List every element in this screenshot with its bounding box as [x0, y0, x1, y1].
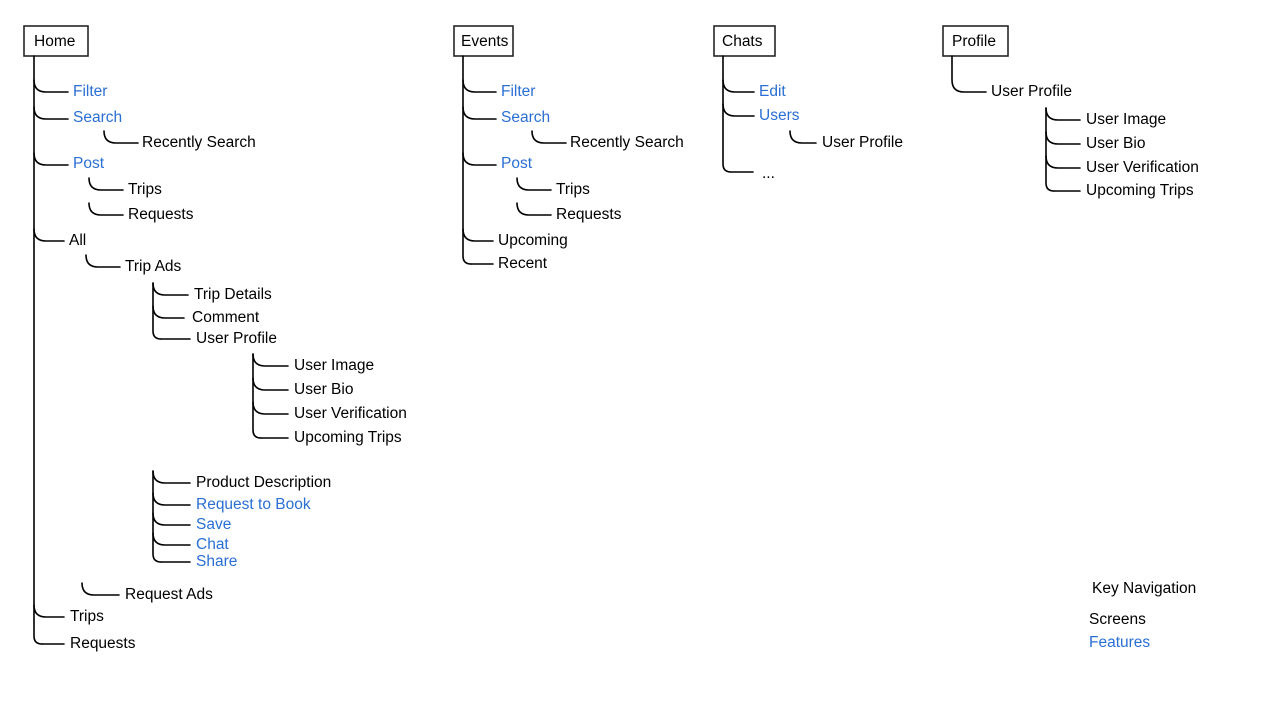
- node-profile-user-bio[interactable]: User Bio: [1086, 135, 1145, 152]
- node-home-post-trips[interactable]: Trips: [128, 181, 162, 198]
- connector-home-post: [33, 152, 69, 166]
- node-events-search[interactable]: Search: [501, 109, 550, 126]
- column-chats: Chats Edit Users User Profile ...: [713, 25, 903, 182]
- connector-events-filter: [462, 79, 497, 93]
- node-chats-more[interactable]: ...: [762, 165, 775, 182]
- node-home-save[interactable]: Save: [196, 516, 231, 533]
- node-events-recently-search[interactable]: Recently Search: [570, 134, 684, 151]
- connector-home-comment: [152, 305, 185, 319]
- legend-features-label: Features: [1089, 634, 1150, 651]
- column-events: Events Filter Search Recently Search Pos…: [453, 25, 684, 272]
- legend-screens-label: Screens: [1089, 611, 1146, 628]
- node-profile-user-verification[interactable]: User Verification: [1086, 159, 1199, 176]
- connector-chats-edit: [722, 79, 755, 93]
- node-home-share[interactable]: Share: [196, 553, 237, 570]
- root-node-profile[interactable]: Profile: [942, 25, 1009, 57]
- connector-home-all: [33, 228, 65, 242]
- node-home-user-profile[interactable]: User Profile: [196, 330, 277, 347]
- node-home-search[interactable]: Search: [73, 109, 122, 126]
- connector-profile-user-verification: [1045, 155, 1081, 169]
- node-events-post-trips[interactable]: Trips: [556, 181, 590, 198]
- root-node-events[interactable]: Events: [453, 25, 514, 57]
- profile-children-spine: [1045, 107, 1055, 192]
- connector-home-chat: [152, 532, 191, 546]
- connector-home-filter: [33, 79, 69, 93]
- connector-events-upcoming: [462, 228, 494, 242]
- node-home-filter[interactable]: Filter: [73, 83, 107, 100]
- node-home-post-requests[interactable]: Requests: [128, 206, 194, 223]
- connector-home-trips: [33, 604, 65, 618]
- legend: Key Navigation Screens Features: [1089, 580, 1196, 651]
- node-home-trips[interactable]: Trips: [70, 608, 104, 625]
- connector-home-recently-search: [103, 130, 139, 144]
- connector-events-post: [462, 152, 497, 166]
- chats-main-spine: [722, 55, 732, 173]
- home-trip-ads-children-spine: [152, 282, 162, 340]
- connector-home-save: [152, 512, 191, 526]
- node-home-requests[interactable]: Requests: [70, 635, 136, 652]
- home-user-profile-children-spine: [252, 353, 262, 439]
- node-home-trip-ads[interactable]: Trip Ads: [125, 258, 182, 275]
- connector-chats-users: [722, 103, 755, 117]
- connector-home-user-verification: [252, 401, 289, 415]
- node-home-user-bio[interactable]: User Bio: [294, 381, 353, 398]
- connector-profile-user-image: [1045, 107, 1081, 121]
- events-main-spine: [462, 55, 472, 265]
- connector-home-product-description: [152, 470, 191, 484]
- connector-profile-user-bio: [1045, 131, 1081, 145]
- node-events-post-requests[interactable]: Requests: [556, 206, 622, 223]
- node-home-upcoming-trips[interactable]: Upcoming Trips: [294, 429, 402, 446]
- connector-home-trip-details: [152, 282, 189, 296]
- node-home-product-description[interactable]: Product Description: [196, 474, 331, 491]
- connector-home-post-trips: [88, 177, 124, 191]
- node-events-recent[interactable]: Recent: [498, 255, 548, 272]
- connector-events-post-requests: [516, 202, 552, 216]
- node-profile-upcoming-trips[interactable]: Upcoming Trips: [1086, 182, 1194, 199]
- connector-chats-user-profile: [789, 130, 817, 144]
- node-home-post[interactable]: Post: [73, 155, 105, 172]
- node-home-all[interactable]: All: [69, 232, 86, 249]
- profile-main-spine: [951, 55, 987, 93]
- connector-home-trip-ads: [85, 254, 121, 268]
- home-main-spine: [33, 55, 43, 645]
- connector-events-post-trips: [516, 177, 552, 191]
- root-node-home[interactable]: Home: [23, 25, 89, 57]
- node-events-filter[interactable]: Filter: [501, 83, 535, 100]
- node-chats-user-profile[interactable]: User Profile: [822, 134, 903, 151]
- node-home-user-image[interactable]: User Image: [294, 357, 374, 374]
- root-node-profile-label: Profile: [952, 33, 996, 50]
- legend-title: Key Navigation: [1092, 580, 1196, 597]
- connector-home-search: [33, 106, 69, 120]
- home-trip-actions-spine: [152, 470, 162, 563]
- node-home-trip-details[interactable]: Trip Details: [194, 286, 272, 303]
- column-home: Home Filter Search Recently Search Post …: [23, 25, 407, 652]
- root-node-events-label: Events: [461, 33, 509, 50]
- node-home-comment[interactable]: Comment: [192, 309, 260, 326]
- column-profile: Profile User Profile User Image User Bio…: [942, 25, 1199, 199]
- root-node-chats[interactable]: Chats: [713, 25, 776, 57]
- node-events-upcoming[interactable]: Upcoming: [498, 232, 568, 249]
- node-events-post[interactable]: Post: [501, 155, 533, 172]
- connector-home-user-bio: [252, 377, 289, 391]
- root-node-home-label: Home: [34, 33, 75, 50]
- node-home-request-ads[interactable]: Request Ads: [125, 586, 213, 603]
- connector-home-user-image: [252, 353, 289, 367]
- node-chats-users[interactable]: Users: [759, 107, 800, 124]
- node-chats-edit[interactable]: Edit: [759, 83, 786, 100]
- node-home-user-verification[interactable]: User Verification: [294, 405, 407, 422]
- node-home-recently-search[interactable]: Recently Search: [142, 134, 256, 151]
- connector-home-post-requests: [88, 202, 124, 216]
- connector-events-search: [462, 106, 497, 120]
- node-profile-user-image[interactable]: User Image: [1086, 111, 1166, 128]
- root-node-chats-label: Chats: [722, 33, 763, 50]
- connector-home-request-to-book: [152, 492, 191, 506]
- connector-events-recently-search: [531, 130, 567, 144]
- node-home-request-to-book[interactable]: Request to Book: [196, 496, 311, 513]
- node-home-chat[interactable]: Chat: [196, 536, 229, 553]
- node-profile-user-profile[interactable]: User Profile: [991, 83, 1072, 100]
- connector-home-request-ads: [81, 582, 120, 596]
